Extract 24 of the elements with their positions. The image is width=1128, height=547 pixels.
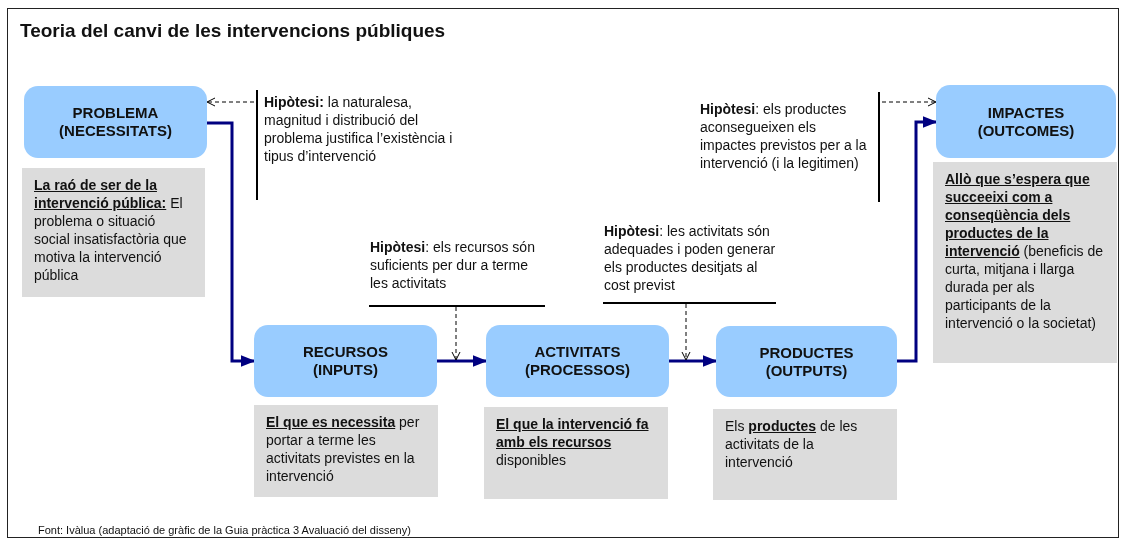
process-box: IMPACTES (OUTCOMES): [936, 85, 1116, 158]
flow-arrow: [897, 116, 938, 363]
hypothesis-text: Hipòtesi: els productes aconsegueixen els impactes previstos per a la intervenció (i la legitimen): [696, 92, 880, 202]
dashed-arrow: [206, 97, 255, 107]
description-panel: El que es necessita per portar a terme les activitats previstes en la intervenció: [254, 405, 438, 497]
source-caption: Font: Ivàlua (adaptació de gràfic de la Guia pràctica 3 Avaluació del disseny): [38, 524, 411, 536]
diagram-title: Teoria del canvi de les intervencions públiques: [20, 20, 446, 42]
dashed-arrow: [451, 306, 461, 361]
description-panel: Allò que s’espera que succeeixi com a conseqüència dels productes de la intervenció (beneficis de curta, mitjana i llarga durada per als participants de la intervenció o la societat): [933, 162, 1117, 363]
flow-arrow: [437, 355, 488, 367]
process-box: ACTIVITATS (PROCESSOS): [486, 325, 669, 397]
flow-arrow: [207, 121, 256, 367]
process-box: RECURSOS (INPUTS): [254, 325, 437, 397]
dashed-arrow: [681, 303, 691, 361]
process-box: PROBLEMA (NECESSITATS): [24, 86, 207, 158]
hypothesis-text: Hipòtesi: les activitats són adequades i poden generar els productes desitjats al cost previst: [603, 222, 776, 304]
hypothesis-text: Hipòtesi: els recursos són suficients per dur a terme les activitats: [369, 238, 545, 307]
hypothesis-text: Hipòtesi: la naturalesa, magnitud i distribució del problema justifica l’existència i tipus d’intervenció: [256, 90, 456, 200]
description-panel: Els productes de les activitats de la intervenció: [713, 409, 897, 500]
description-panel: La raó de ser de la intervenció pública: El problema o situació social insatisfactòria que motiva la intervenció pública: [22, 168, 205, 297]
flow-arrow: [669, 355, 718, 367]
dashed-arrow: [881, 97, 937, 107]
process-box: PRODUCTES (OUTPUTS): [716, 326, 897, 397]
description-panel: El que la intervenció fa amb els recursos disponibles: [484, 407, 668, 499]
